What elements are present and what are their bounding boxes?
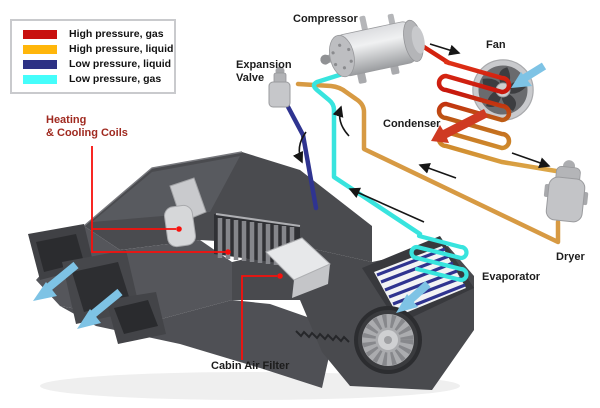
evaporator-coil: [409, 233, 469, 283]
label-compressor: Compressor: [293, 13, 358, 25]
dryer-graphic: [543, 160, 589, 223]
airflow-arrows: [33, 62, 547, 329]
serrated-edge: [295, 330, 350, 343]
blower-wheel: [354, 306, 422, 374]
leader-heating-coils: [91, 146, 226, 253]
heat-output-arrow: [431, 109, 488, 143]
legend-swatch-high-pressure-liquid: [23, 44, 57, 54]
compressor-graphic: [320, 13, 425, 84]
flow-arrow-valve-evaporator: [292, 131, 307, 164]
cabin-air-filter-graphic: [265, 237, 331, 298]
label-cabin-air-filter: Cabin Air Filter: [211, 360, 290, 372]
legend-item: Low pressure, liquid: [23, 57, 174, 70]
expansion-valve-graphic: [268, 66, 291, 108]
leader-lines: [91, 146, 283, 360]
airflow-arrow-evaporator: [396, 281, 431, 313]
airflow-arrow-vent1: [33, 261, 79, 301]
label-condenser: Condenser: [383, 118, 441, 130]
label-expansion-valve: Expansion Valve: [236, 59, 292, 84]
leader-cabin-air-filter: [241, 275, 277, 360]
legend-swatch-low-pressure-liquid: [23, 59, 57, 69]
legend-swatch-high-pressure-gas: [23, 29, 57, 39]
pipe-high-pressure-liquid: [295, 81, 561, 245]
flow-arrow-compressor-condenser: [429, 43, 461, 56]
legend-label: Low pressure, gas: [69, 72, 162, 85]
legend-label: Low pressure, liquid: [69, 57, 172, 70]
legend-label: High pressure, gas: [69, 27, 164, 40]
flow-arrow-evaporator-compressor: [348, 187, 425, 223]
legend-item: High pressure, liquid: [23, 42, 174, 55]
label-evaporator: Evaporator: [482, 271, 541, 283]
flow-arrows: [292, 43, 551, 223]
airflow-arrow-fan: [511, 62, 547, 88]
legend: High pressure, gas High pressure, liquid…: [10, 19, 176, 94]
flow-arrow-condenser-dryer: [511, 152, 551, 169]
flow-arrow-dryer-valve: [418, 162, 457, 179]
label-heating-cooling-coils: Heating & Cooling Coils: [46, 114, 128, 139]
hvac-housing: [28, 151, 474, 390]
flow-arrow-suction-up: [332, 105, 350, 137]
legend-swatch-low-pressure-gas: [23, 74, 57, 84]
legend-label: High pressure, liquid: [69, 42, 174, 55]
pipe-low-pressure-liquid: [283, 100, 319, 211]
heating-coil-graphic: [164, 204, 196, 248]
legend-item: High pressure, gas: [23, 27, 174, 40]
legend-item: Low pressure, gas: [23, 72, 174, 85]
condenser-coil: [436, 59, 559, 174]
airflow-arrow-vent2: [77, 288, 123, 329]
label-fan: Fan: [486, 39, 506, 51]
label-dryer: Dryer: [556, 251, 585, 263]
